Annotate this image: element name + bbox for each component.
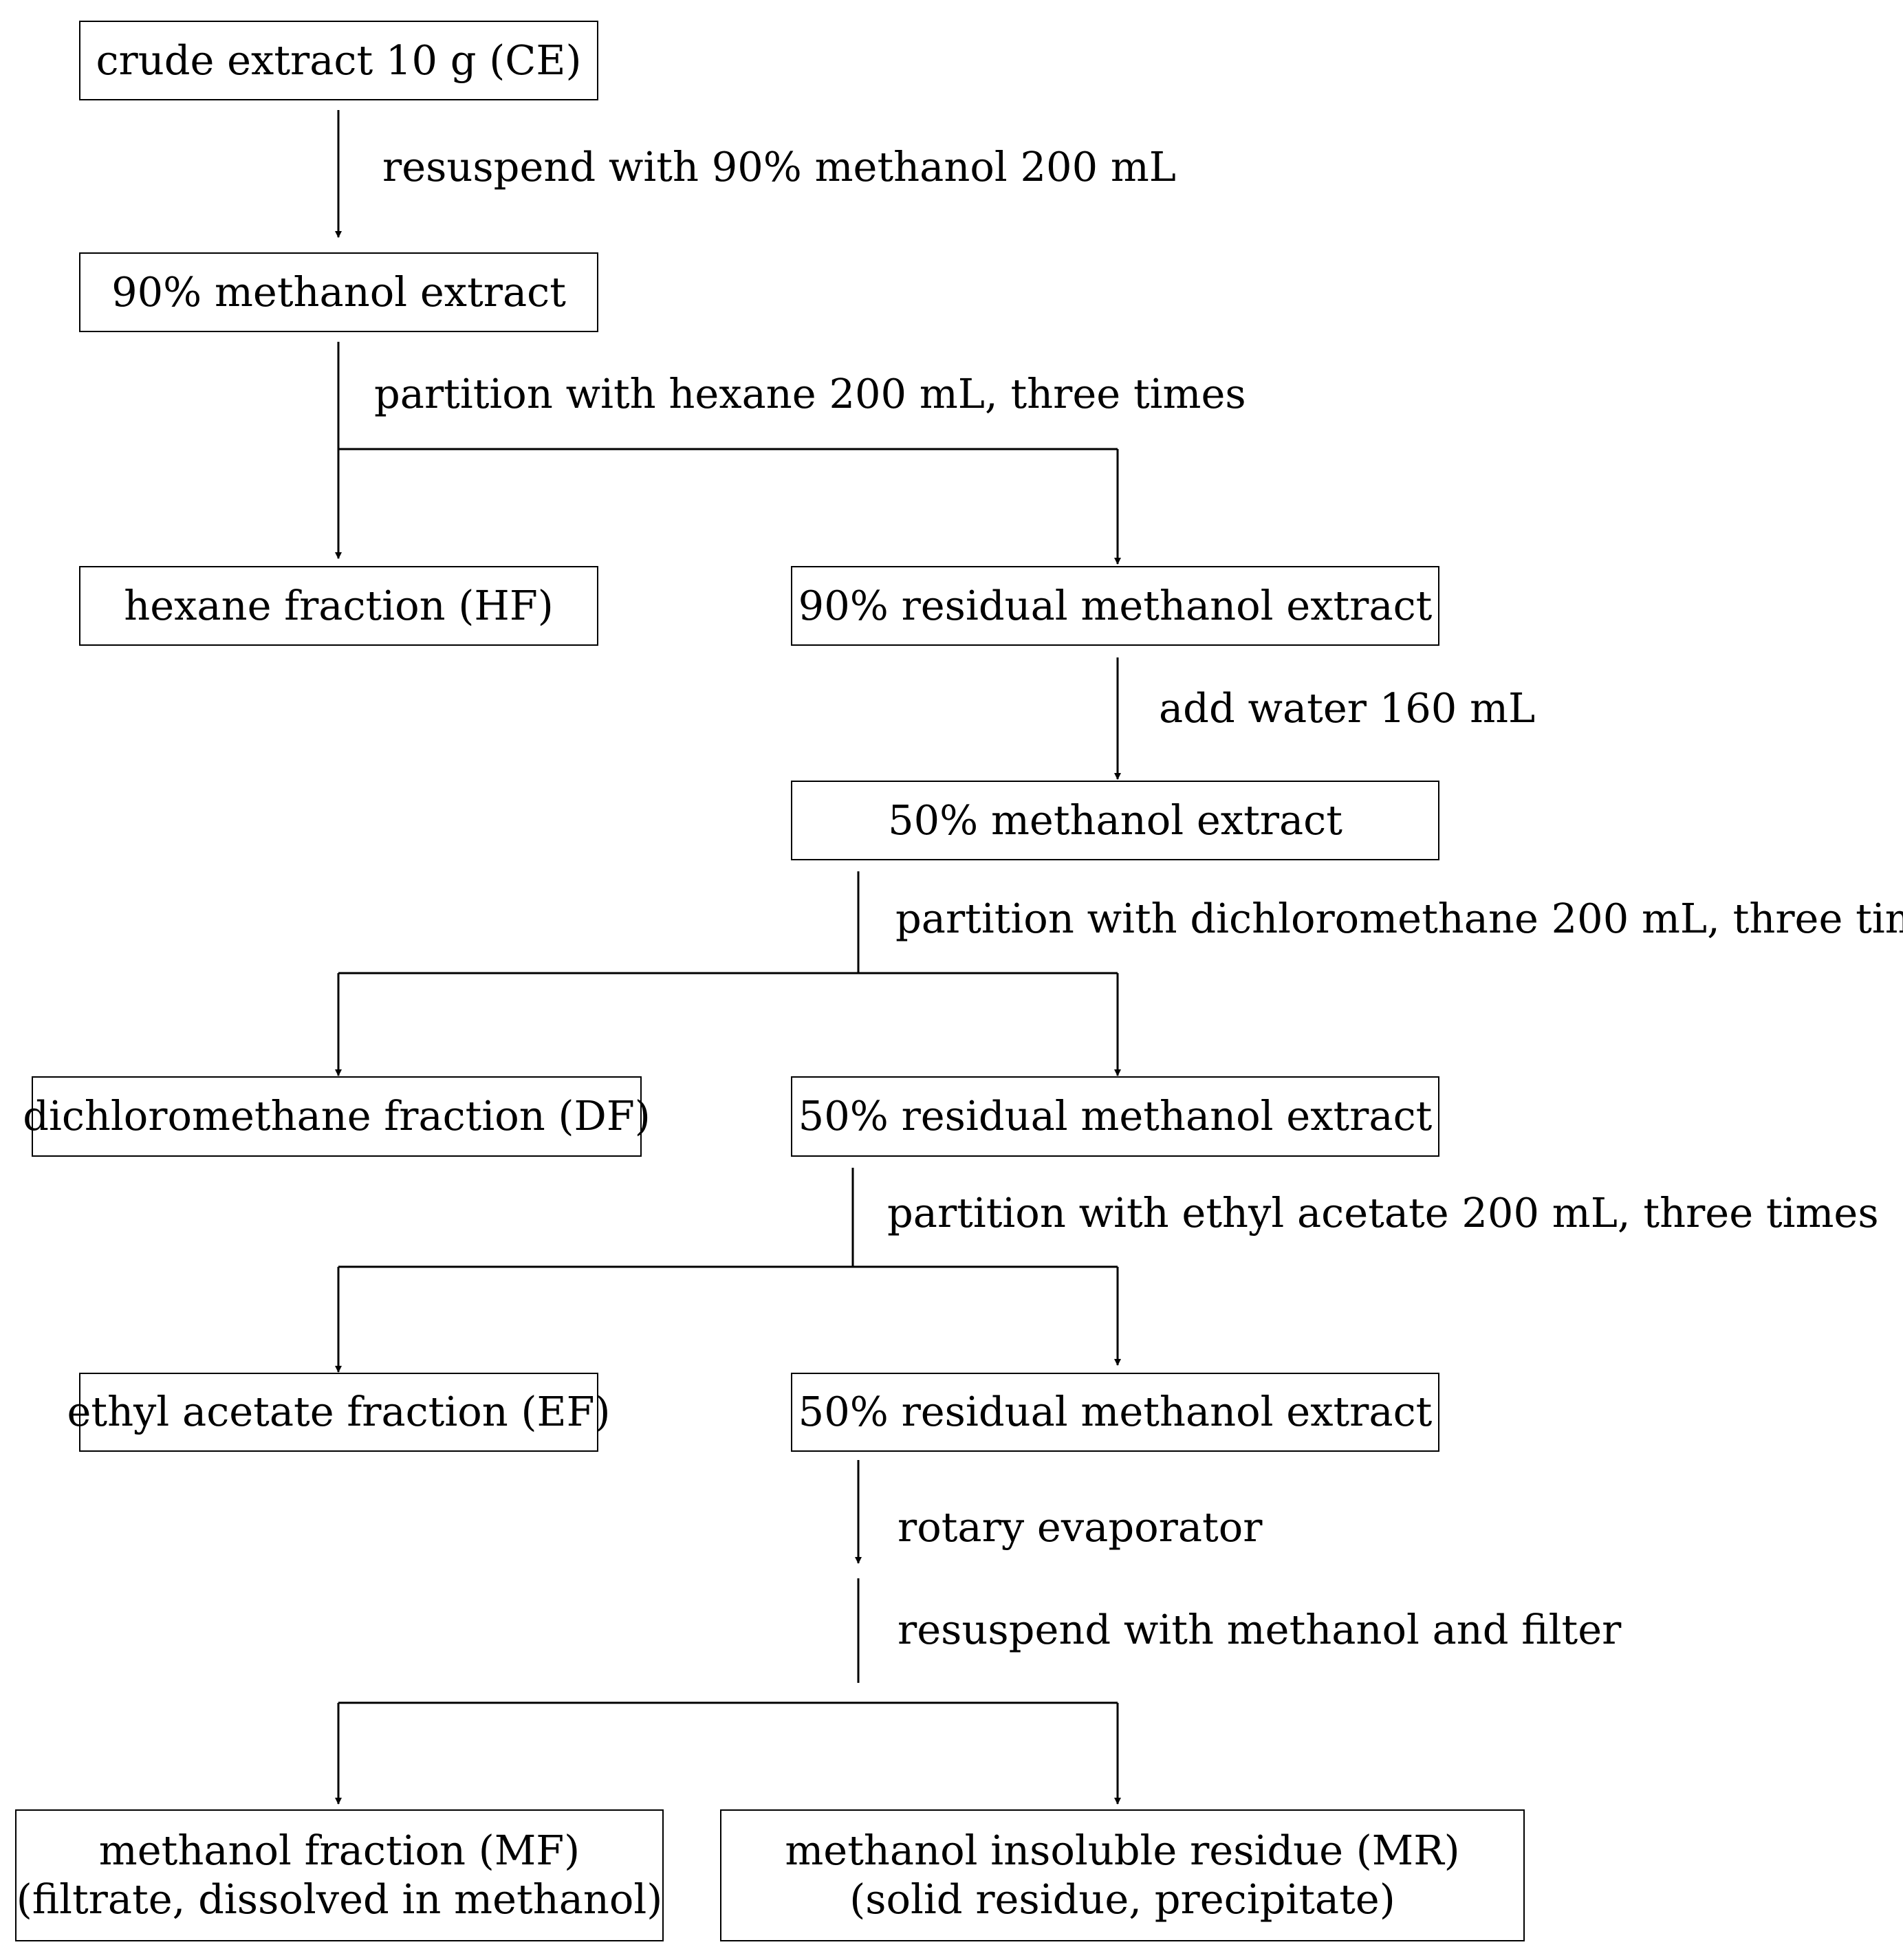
node-label: 50% residual methanol extract xyxy=(798,1092,1433,1140)
node-ethyl-acetate-fraction: ethyl acetate fraction (EF) xyxy=(67,1373,611,1452)
node-label: 50% methanol extract xyxy=(888,796,1342,844)
step-partition-dcm: partition with dichloromethane 200 mL, t… xyxy=(895,895,1903,942)
node-label: dichloromethane fraction (DF) xyxy=(23,1092,651,1140)
step-rotary-evaporator: rotary evaporator xyxy=(898,1503,1263,1551)
node-label: 90% methanol extract xyxy=(111,268,566,316)
node-methanol-90-extract: 90% methanol extract xyxy=(79,252,598,332)
node-methanol-50-extract: 50% methanol extract xyxy=(791,781,1439,860)
node-methanol-insoluble-residue: methanol insoluble residue (MR) (solid r… xyxy=(720,1809,1525,1941)
node-methanol-fraction: methanol fraction (MF) (filtrate, dissol… xyxy=(15,1809,664,1941)
node-label: ethyl acetate fraction (EF) xyxy=(67,1388,611,1436)
node-label-line1: methanol insoluble residue (MR) xyxy=(785,1827,1460,1875)
step-resuspend-filter: resuspend with methanol and filter xyxy=(898,1606,1622,1653)
node-residual-50-b: 50% residual methanol extract xyxy=(791,1373,1439,1452)
node-residual-90: 90% residual methanol extract xyxy=(791,566,1439,646)
node-label: 90% residual methanol extract xyxy=(798,581,1433,629)
step-add-water: add water 160 mL xyxy=(1159,684,1536,732)
step-partition-ea: partition with ethyl acetate 200 mL, thr… xyxy=(887,1189,1879,1237)
node-crude-extract: crude extract 10 g (CE) xyxy=(79,21,598,100)
node-label-line2: (solid residue, precipitate) xyxy=(849,1875,1395,1923)
step-partition-hexane: partition with hexane 200 mL, three time… xyxy=(374,370,1246,417)
node-hexane-fraction: hexane fraction (HF) xyxy=(79,566,598,646)
step-resuspend-90: resuspend with 90% methanol 200 mL xyxy=(382,143,1176,190)
node-label: hexane fraction (HF) xyxy=(124,581,554,629)
node-residual-50-a: 50% residual methanol extract xyxy=(791,1076,1439,1157)
node-dichloromethane-fraction: dichloromethane fraction (DF) xyxy=(23,1076,651,1157)
node-label-line1: methanol fraction (MF) xyxy=(98,1827,580,1875)
node-label-line2: (filtrate, dissolved in methanol) xyxy=(16,1875,663,1923)
node-label: 50% residual methanol extract xyxy=(798,1388,1433,1436)
node-label: crude extract 10 g (CE) xyxy=(96,36,582,84)
